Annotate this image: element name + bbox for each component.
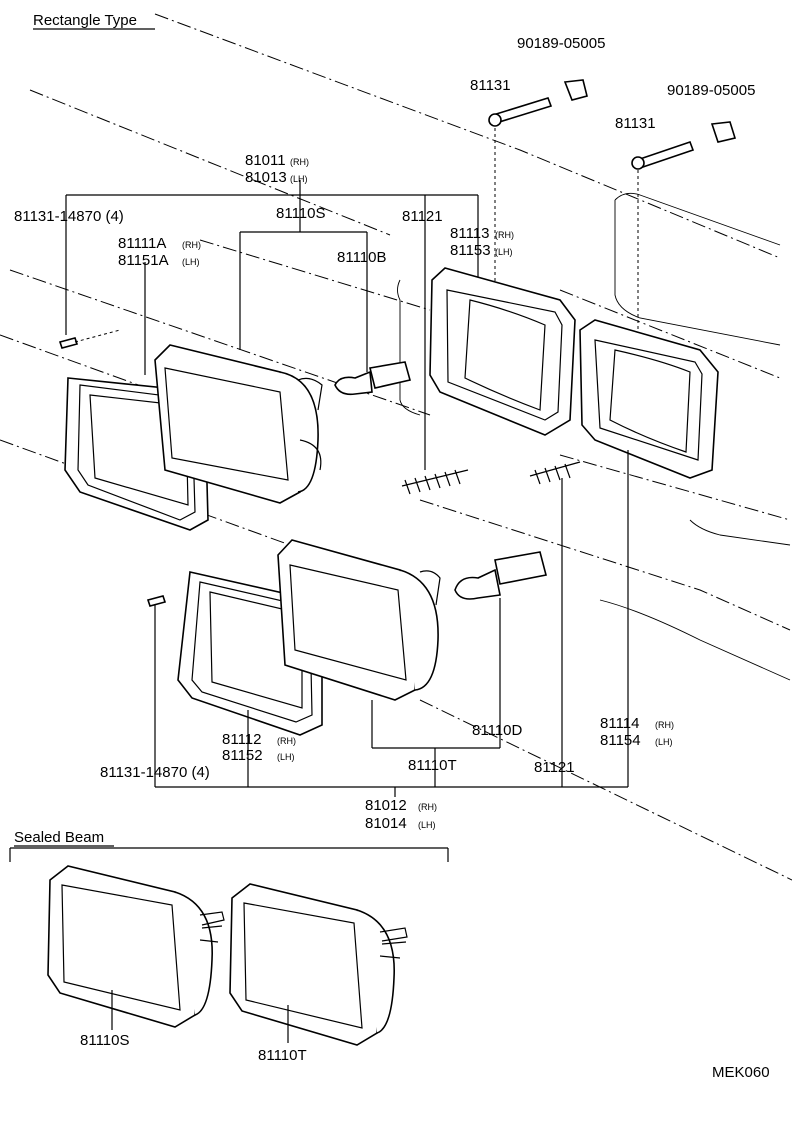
label-81110D: 81110D xyxy=(472,722,522,739)
label-81110B: 81110B xyxy=(337,249,387,266)
bracket-81012 xyxy=(154,450,629,797)
spring-81121-right xyxy=(529,461,581,485)
label-81151A-side: (LH) xyxy=(182,257,200,267)
label-81131-right: 81131 xyxy=(615,115,656,132)
spring-81121-left xyxy=(401,469,469,495)
headlight-unit-upper xyxy=(154,344,323,504)
sealed-beam-heading: Sealed Beam xyxy=(14,829,104,846)
label-81153: 81153 xyxy=(450,242,491,259)
nut-90189-left xyxy=(563,79,588,101)
label-81011: 81011 xyxy=(245,152,286,169)
housing-81113 xyxy=(429,267,576,436)
label-81114: 81114 xyxy=(600,715,640,732)
label-81011-side: (RH) xyxy=(290,157,309,167)
label-81152: 81152 xyxy=(222,747,263,764)
label-81013: 81013 xyxy=(245,169,287,186)
leader-dotted xyxy=(74,329,121,343)
label-81151A: 81151A xyxy=(118,252,169,269)
label-81110S-top: 81110S xyxy=(276,205,326,222)
screw-81131-14870-top xyxy=(58,337,79,349)
body-outline xyxy=(0,13,792,881)
housing-81114 xyxy=(579,319,719,479)
bracket-sealed-beam xyxy=(9,847,449,862)
screw-81131-right xyxy=(631,140,695,170)
label-81110T-mid: 81110T xyxy=(408,757,457,774)
label-81114-side: (RH) xyxy=(655,720,674,730)
bulb-81110B xyxy=(334,361,411,396)
label-90189-05005-right: 90189-05005 xyxy=(667,82,755,99)
label-81131-14870-bot: 81131-14870 (4) xyxy=(100,764,210,781)
label-81152-side: (LH) xyxy=(277,752,295,762)
label-81110T-sealed: 81110T xyxy=(258,1047,307,1064)
label-81014: 81014 xyxy=(365,815,407,832)
label-81113-side: (RH) xyxy=(495,230,514,240)
label-81012: 81012 xyxy=(365,797,407,814)
label-81111A: 81111A xyxy=(118,235,166,252)
label-81121-top: 81121 xyxy=(402,208,443,225)
label-81131-14870-top: 81131-14870 (4) xyxy=(14,208,124,225)
label-81154-side: (LH) xyxy=(655,737,673,747)
label-81110S-sealed: 81110S xyxy=(80,1032,130,1049)
label-81111A-side: (RH) xyxy=(182,240,201,250)
sealed-beam-lamp-81110S xyxy=(47,865,225,1028)
label-81113: 81113 xyxy=(450,225,490,242)
label-81121-bot: 81121 xyxy=(534,759,575,776)
screw-81131-left xyxy=(488,97,553,127)
label-81013-side: (LH) xyxy=(290,174,308,184)
rectangle-type-heading: Rectangle Type xyxy=(33,12,137,29)
label-81131-left: 81131 xyxy=(470,77,511,94)
label-81112-side: (RH) xyxy=(277,736,296,746)
label-81014-side: (LH) xyxy=(418,820,436,830)
label-81154: 81154 xyxy=(600,732,641,749)
headlight-unit-lower xyxy=(277,539,441,701)
sealed-beam-lamp-81110T xyxy=(229,883,408,1046)
bulb-81110D xyxy=(454,551,547,600)
diagram-code: MEK060 xyxy=(712,1064,770,1081)
bracket-81011 xyxy=(65,180,479,470)
label-81112: 81112 xyxy=(222,731,262,748)
label-81153-side: (LH) xyxy=(495,247,513,257)
screw-81131-14870-bot xyxy=(146,595,167,607)
label-81012-side: (RH) xyxy=(418,802,437,812)
label-90189-05005-left: 90189-05005 xyxy=(517,35,605,52)
nut-90189-right xyxy=(710,121,737,143)
